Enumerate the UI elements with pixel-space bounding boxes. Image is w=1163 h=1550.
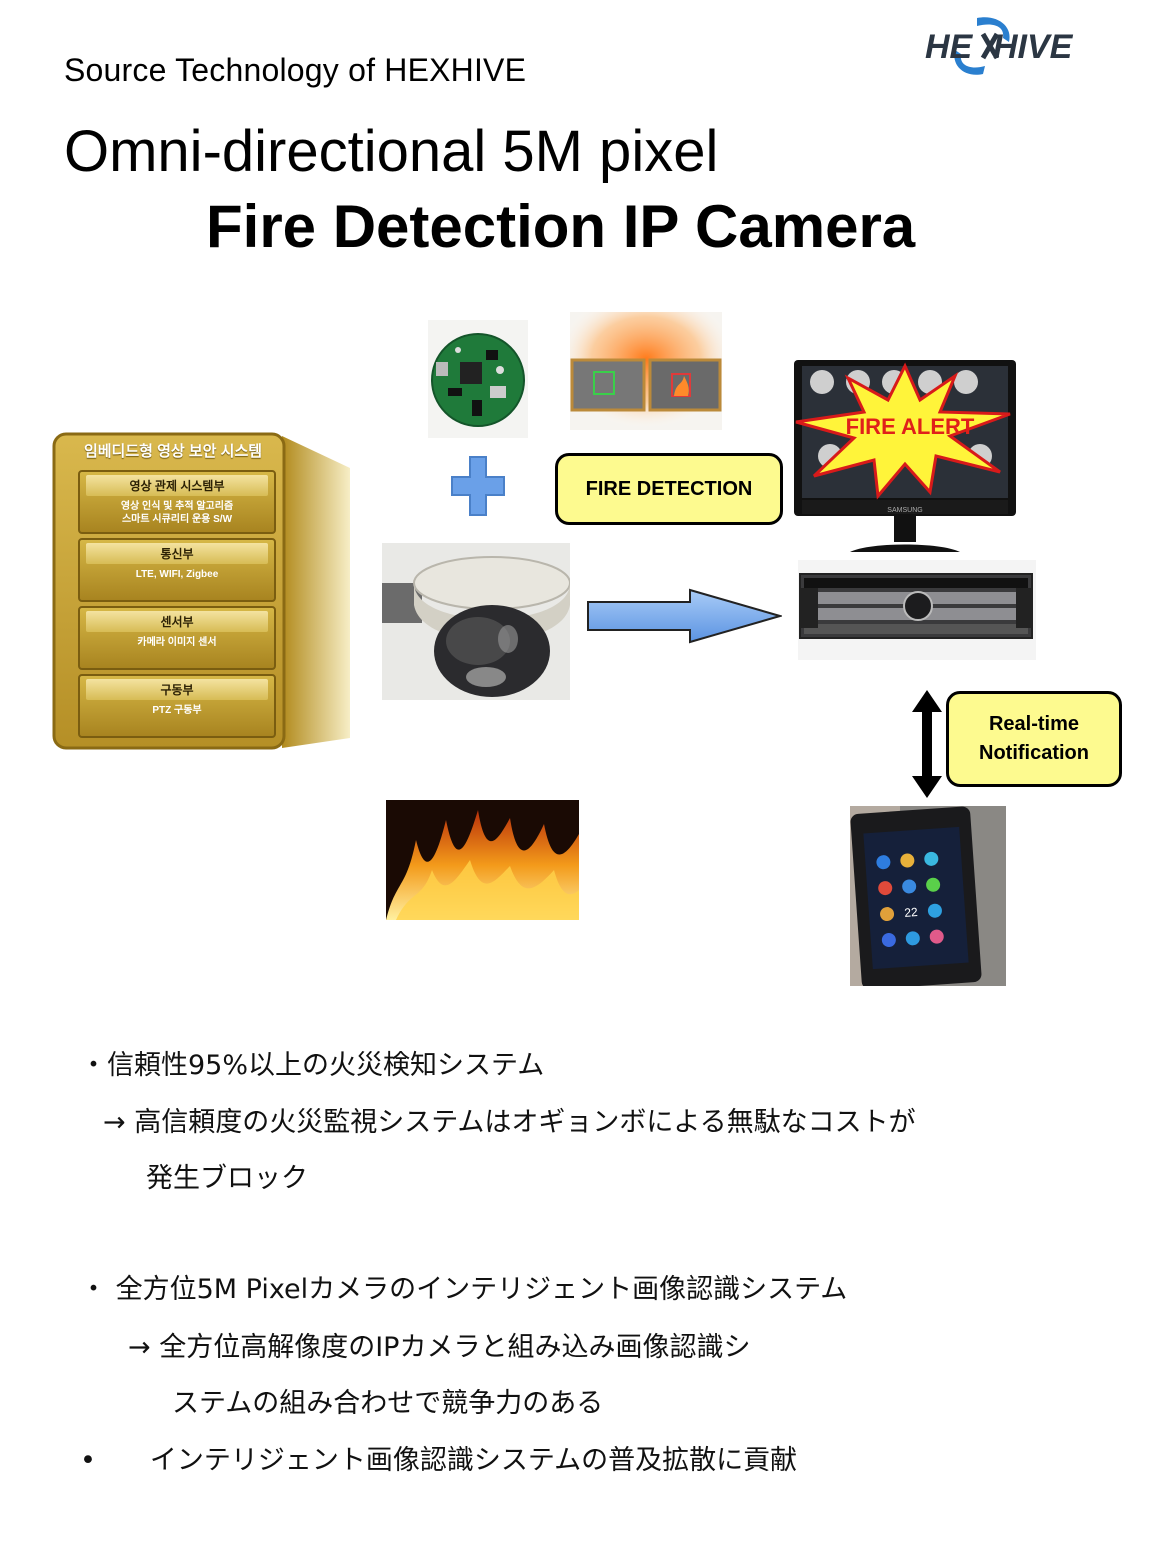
fire-detection-screens-image <box>570 312 722 430</box>
server-image <box>798 560 1036 660</box>
notification-label: Real-time Notification <box>979 713 1089 764</box>
system-section-sensor: 센서부 카메라 이미지 센서 <box>78 606 276 670</box>
page-title-line1: Omni-directional 5M pixel <box>64 119 719 184</box>
realtime-notification-callout: Real-time Notification <box>946 691 1122 787</box>
section-head: 통신부 <box>86 543 268 564</box>
section-body: 카메라 이미지 센서 <box>137 637 217 648</box>
section-body: 영상 인식 및 추적 알고리즘 스마트 시큐리티 운용 S/W <box>120 501 234 525</box>
bullet-line-7: • インテリジェント画像認識システムの普及拡散に貢献 <box>80 1445 798 1476</box>
section-head: 센서부 <box>86 611 268 632</box>
bullet-line-2: → 高信頼度の火災監視システムはオギョンボによる無駄なコストが <box>103 1107 916 1138</box>
flow-arrow-right <box>586 588 784 644</box>
section-body: PTZ 구동부 <box>152 705 202 716</box>
monitor-image: SAMSUNG <box>790 356 1020 566</box>
bullet-line-5: → 全方位高解像度のIPカメラと組み込み画像認識シ <box>128 1332 751 1363</box>
svg-text:HE: HE <box>925 28 974 66</box>
system-section-comm: 통신부 LTE, WIFI, Zigbee <box>78 538 276 602</box>
flames-image <box>386 800 579 920</box>
monitor-brand: SAMSUNG <box>887 507 922 514</box>
plus-icon <box>450 455 506 517</box>
dome-camera-image <box>382 543 571 700</box>
bidirectional-arrow <box>910 690 944 798</box>
smartphone-image: 22 <box>850 806 1006 990</box>
fire-alert-label: FIRE ALERT <box>845 414 975 439</box>
section-head: 영상 관제 시스템부 <box>86 475 268 496</box>
hexhive-logo: HE HIVE <box>925 12 1105 80</box>
fire-detection-label: FIRE DETECTION <box>585 477 753 500</box>
fire-detection-callout: FIRE DETECTION <box>555 453 783 525</box>
system-section-control: 영상 관제 시스템부 영상 인식 및 추적 알고리즘 스마트 시큐리티 운용 S… <box>78 470 276 534</box>
section-head: 구동부 <box>86 679 268 700</box>
phone-clock: 22 <box>904 905 919 920</box>
system-section-drive: 구동부 PTZ 구동부 <box>78 674 276 738</box>
page-title-line2: Fire Detection IP Camera <box>206 193 916 260</box>
page-subtitle: Source Technology of HEXHIVE <box>64 52 527 88</box>
pcb-board-image <box>428 320 528 438</box>
bullet-line-1: ・信頼性95%以上の火災検知システム <box>80 1050 545 1081</box>
section-body: LTE, WIFI, Zigbee <box>135 569 219 580</box>
svg-text:HIVE: HIVE <box>993 28 1074 66</box>
bullet-line-4: ・ 全方位5M Pixelカメラのインテリジェント画像認識システム <box>80 1274 848 1305</box>
system-diagram-title: 임베디드형 영상 보안 시스템 <box>83 443 263 460</box>
bullet-line-6: ステムの組み合わせで競争力のある <box>172 1388 604 1419</box>
bullet-line-3: 発生ブロック <box>146 1163 308 1194</box>
